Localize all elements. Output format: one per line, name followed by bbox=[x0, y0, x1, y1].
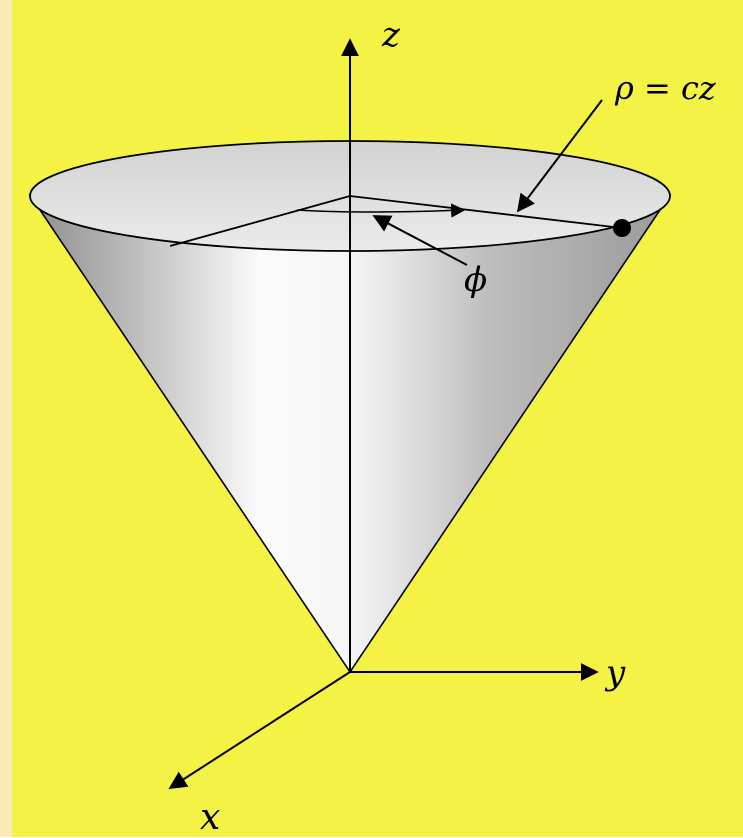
equation-leader-line bbox=[516, 99, 603, 213]
x-axis-label: x bbox=[200, 797, 221, 838]
angle-label: ϕ bbox=[464, 260, 488, 300]
angle-arc bbox=[296, 203, 466, 218]
radius-line-right bbox=[349, 195, 623, 229]
figure-panel: z ρ = cz ϕ y x bbox=[12, 0, 743, 837]
phi-leader-line bbox=[372, 215, 468, 266]
x-axis-line bbox=[168, 671, 351, 789]
point-marker bbox=[613, 219, 631, 237]
radius-line-left bbox=[169, 195, 351, 247]
equation-label: ρ = cz bbox=[615, 69, 716, 107]
z-axis-label: z bbox=[382, 15, 400, 55]
cone-diagram bbox=[28, 38, 672, 789]
y-axis-label: y bbox=[606, 653, 626, 693]
